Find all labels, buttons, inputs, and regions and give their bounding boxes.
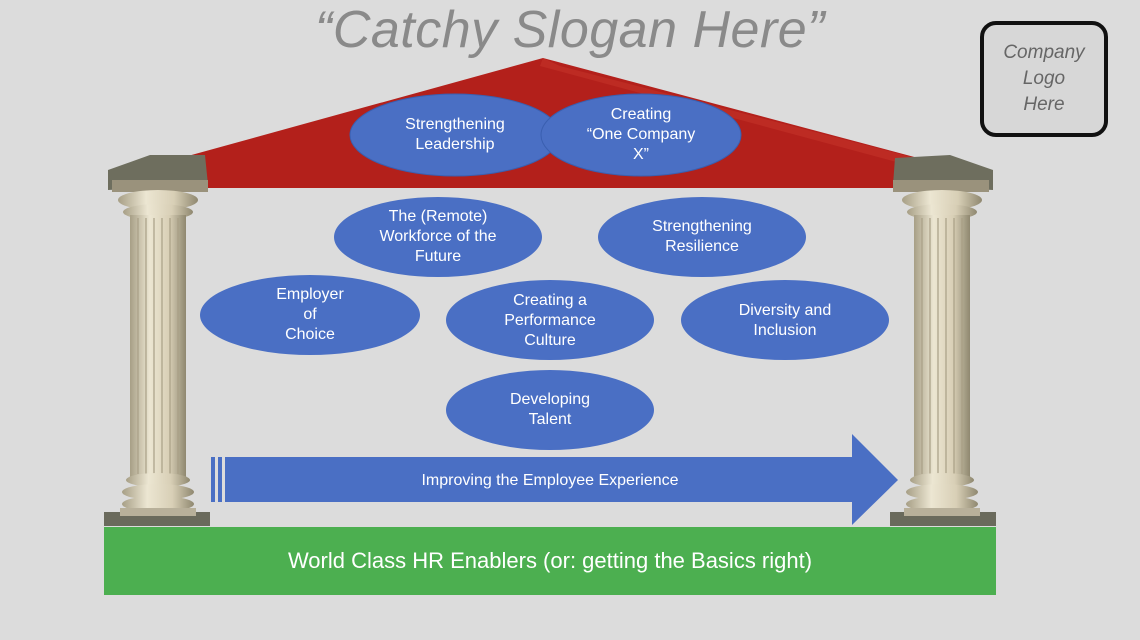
arrow-label: Improving the Employee Experience (421, 472, 679, 489)
foundation-bar (104, 527, 996, 595)
pillar-ellipse-remote-workforce (334, 197, 542, 277)
foundation-label: World Class HR Enablers (or: getting the… (287, 548, 813, 573)
company-logo-placeholder: Company Logo Here (980, 21, 1108, 137)
pillar-ellipse-performance-culture (446, 280, 654, 360)
logo-text: Company Logo Here (1003, 42, 1085, 115)
roof-ellipse-one-company (540, 93, 742, 177)
right-column (890, 155, 996, 526)
roof-highlight (540, 58, 993, 188)
pillar-ellipse-developing-talent (446, 370, 654, 450)
pillar-ellipse-diversity (681, 280, 889, 360)
experience-arrow (211, 434, 898, 525)
pillar-ellipse-employer-choice (200, 275, 420, 355)
left-column (104, 155, 210, 526)
roof-ellipse-leadership (349, 93, 561, 177)
slogan-title: “Catchy Slogan Here” (315, 1, 825, 59)
pillar-ellipse-resilience (598, 197, 806, 277)
